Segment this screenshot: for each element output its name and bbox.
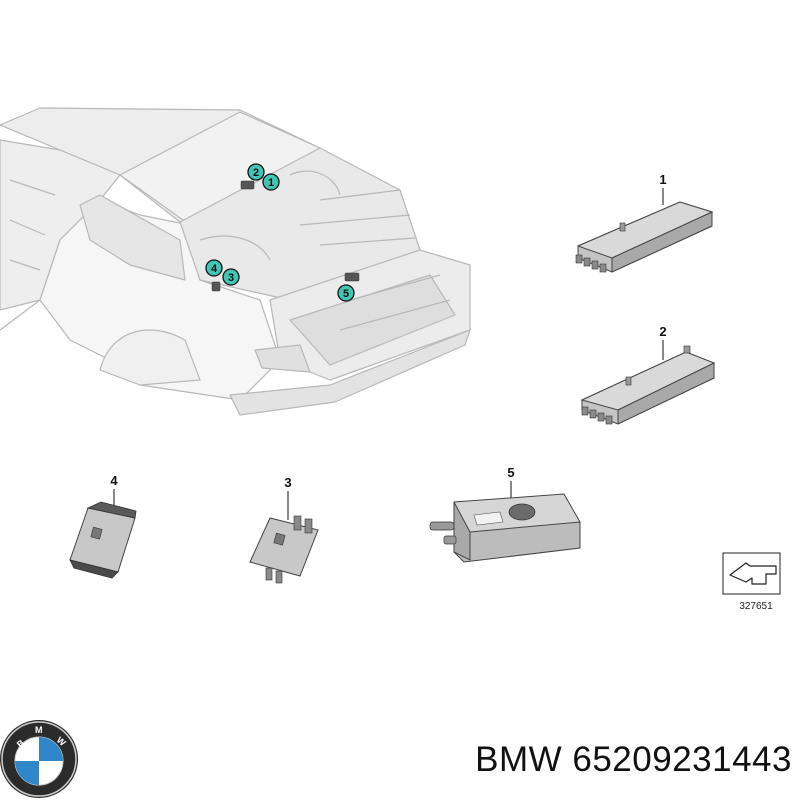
car-body-illustration	[0, 107, 471, 416]
callout-4: 4	[205, 259, 223, 277]
callout-1: 1	[262, 173, 280, 191]
part-3-number: 3	[284, 475, 291, 490]
part-number-caption: BMW 65209231443	[475, 740, 792, 779]
svg-text:B: B	[15, 737, 27, 749]
callout-3: 3	[222, 268, 240, 286]
part-2-number: 2	[659, 324, 666, 339]
installed-modules	[211, 180, 360, 292]
diagram-number: 327651	[739, 601, 773, 612]
callout-5-label: 5	[343, 288, 349, 300]
diagram-reference-box: 327651	[722, 552, 781, 612]
part-5-number: 5	[507, 465, 514, 480]
part-4-number: 4	[110, 473, 118, 488]
bmw-logo: B M W	[0, 720, 78, 798]
part-5-module: 5	[429, 465, 581, 563]
part-1-number: 1	[659, 172, 666, 187]
part-4-module: 4	[69, 473, 137, 579]
callout-5: 5	[337, 284, 355, 302]
callout-2: 2	[247, 163, 265, 181]
svg-text:M: M	[35, 725, 43, 735]
callout-1-label: 1	[268, 177, 274, 189]
callout-3-label: 3	[228, 272, 234, 284]
part-2-module: 2	[580, 324, 716, 425]
part-3-module: 3	[249, 475, 319, 584]
callout-2-label: 2	[253, 167, 259, 179]
callout-4-label: 4	[211, 263, 218, 275]
part-1-module: 1	[575, 172, 714, 273]
